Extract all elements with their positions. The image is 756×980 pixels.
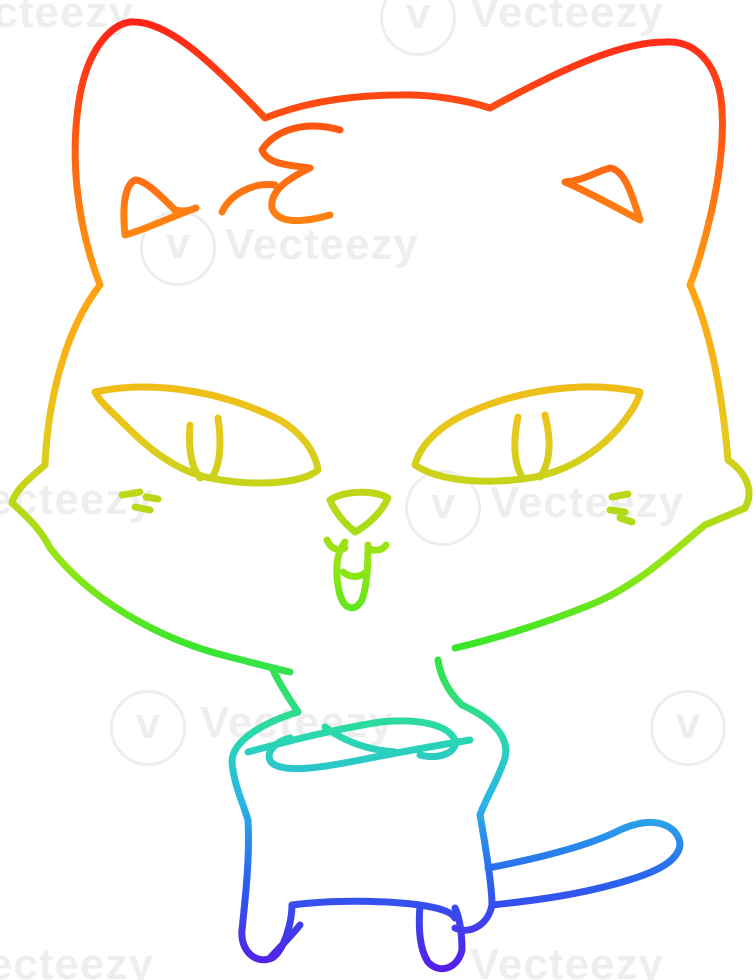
cat-right-whisker-dot-1: [608, 490, 632, 501]
cat-left-pupil-line-2: [208, 414, 224, 482]
cat-leg-left-inner: [266, 921, 304, 962]
cat-mouth-inner: [339, 568, 370, 580]
cat-left-whisker-dot-3: [142, 493, 162, 503]
cat-right-eye: [411, 383, 644, 485]
cat-arm-left: [244, 717, 459, 760]
cat-left-eye: [91, 383, 322, 487]
cat-belly-line: [288, 897, 459, 922]
cat-arm-right: [265, 734, 474, 773]
cat-left-whisker-dot-1: [118, 488, 144, 499]
cat-head-tuft: [258, 122, 344, 225]
cat-head-tuft-inner: [218, 181, 279, 216]
cat-right-pupil-line-1: [511, 413, 526, 481]
cat-tail: [484, 818, 684, 909]
cat-neck-right: [434, 656, 466, 709]
cat-left-pupil-line-1: [186, 421, 204, 482]
cat-mouth-side-left: [323, 536, 349, 554]
cat-leg-right-inner: [415, 901, 466, 973]
cat-right-pupil-line-2: [536, 411, 553, 481]
cat-right-whisker-dot-2: [606, 506, 629, 516]
cat-arm-fold: [321, 723, 399, 756]
cat-left-whisker-dot-2: [131, 503, 154, 514]
cat-head-outline: [71, 18, 753, 652]
cat-nose: [326, 488, 392, 536]
cat-right-whisker-dot-3: [616, 514, 636, 526]
cat-right-ear-inner: [561, 164, 644, 224]
cat-mouth-side-right: [364, 541, 390, 554]
cat-neck-left: [268, 664, 302, 716]
cat-left-cheek: [8, 281, 294, 676]
cat-torso-right: [451, 701, 510, 934]
cat-left-ear-inner: [120, 176, 200, 239]
